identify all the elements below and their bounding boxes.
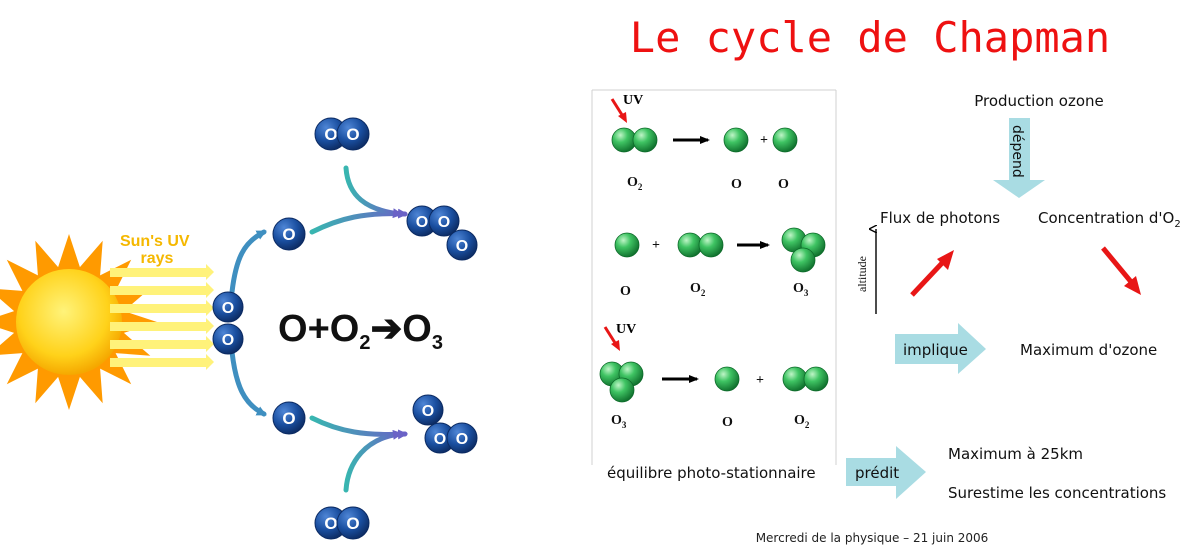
green-sphere-icon xyxy=(714,366,740,392)
plus-sign-1: + xyxy=(760,133,768,148)
oxygen-atom-label: O xyxy=(422,403,434,420)
oxygen-atom-label: O xyxy=(346,125,359,144)
label-o2-r1: O2 xyxy=(627,175,643,192)
reaction-molecules xyxy=(599,127,829,403)
reaction-panel xyxy=(591,89,837,465)
green-sphere-icon xyxy=(611,127,637,153)
footer-text: Mercredi de la physique – 21 juin 2006 xyxy=(756,531,989,545)
uv-label-2: UV xyxy=(616,322,636,337)
oxygen-atom-label: O xyxy=(324,514,337,533)
oxygen-atom-icon: O xyxy=(212,323,244,355)
oxygen-atom-icon: O xyxy=(336,117,370,151)
oxygen-atom-icon: O xyxy=(336,506,370,540)
green-sphere-icon xyxy=(614,232,640,258)
oxygen-atom-icon: O xyxy=(212,291,244,323)
oxygen-atom-icon: O xyxy=(446,422,478,454)
oxygen-atom-label: O xyxy=(434,431,446,448)
oxygen-atom-label: O xyxy=(456,431,468,448)
implique-arrow xyxy=(895,323,986,374)
depend-label: dépend xyxy=(1009,125,1025,178)
oxygen-atom-label: O xyxy=(282,409,295,428)
equilibre-label: équilibre photo-stationnaire xyxy=(607,464,816,482)
oxygen-atom-icon: O xyxy=(446,229,478,261)
ozone-equation: O+O2➔O3 xyxy=(278,308,443,354)
oxygen-atom-label: O xyxy=(222,332,234,349)
reaction-black-arrows xyxy=(662,136,770,383)
green-sphere-icon xyxy=(772,127,798,153)
oxygen-atom-label: O xyxy=(456,238,468,255)
green-sphere-icon xyxy=(790,247,816,273)
uv-beams xyxy=(110,264,214,370)
uv-label-1: UV xyxy=(623,93,643,108)
concentration-o2: Concentration d'O2 xyxy=(1038,209,1181,230)
oxygen-atom-label: O xyxy=(438,214,450,231)
maximum-ozone: Maximum d'ozone xyxy=(1020,341,1157,359)
green-sphere-icon xyxy=(782,366,808,392)
uv-arrow-icon xyxy=(603,98,627,351)
maximum-25km: Maximum à 25km xyxy=(948,445,1083,463)
label-o-r2: O xyxy=(620,284,631,299)
oxygen-atom-icon: O xyxy=(272,217,306,251)
green-sphere-icon xyxy=(677,232,703,258)
green-sphere-icon xyxy=(803,366,829,392)
oxygen-atom-icon: O xyxy=(412,394,444,426)
oxygen-atom-icon: O xyxy=(428,205,460,237)
flux-photons: Flux de photons xyxy=(880,209,1000,227)
green-sphere-icon xyxy=(723,127,749,153)
label-o2-r2: O2 xyxy=(690,281,706,298)
green-sphere-icon xyxy=(698,232,724,258)
page-title: Le cycle de Chapman xyxy=(630,13,1110,62)
implique-label: implique xyxy=(903,341,968,359)
label-o3-r2: O3 xyxy=(793,281,809,298)
oxygen-atom-icon: O xyxy=(406,205,438,237)
green-sphere-icon xyxy=(609,377,635,403)
sun-uv-label: Sun's UV rays xyxy=(120,233,194,267)
reaction-arrows xyxy=(229,165,408,493)
label-o3-r3: O3 xyxy=(611,413,627,430)
oxygen-atom-label: O xyxy=(222,300,234,317)
oxygen-atom-label: O xyxy=(416,214,428,231)
plus-sign-2: + xyxy=(652,238,660,253)
oxygen-atom-label: O xyxy=(346,514,359,533)
red-arrow-down-icon xyxy=(1101,246,1141,295)
altitude-label: altitude xyxy=(855,256,869,292)
oxygen-atom-icon: O xyxy=(272,401,306,435)
predit-label: prédit xyxy=(855,464,899,482)
production-ozone: Production ozone xyxy=(974,92,1104,110)
label-o-r1a: O xyxy=(731,177,742,192)
label-o-r1b: O xyxy=(778,177,789,192)
label-o2-r3: O2 xyxy=(794,413,810,430)
label-o-r3: O xyxy=(722,415,733,430)
oxygen-atom-label: O xyxy=(282,225,295,244)
predit-arrow xyxy=(846,446,926,499)
oxygen-atom-label: O xyxy=(324,125,337,144)
plus-sign-3: + xyxy=(756,373,764,388)
red-arrow-up-icon xyxy=(910,250,954,297)
surestime-label: Surestime les concentrations xyxy=(948,484,1166,502)
green-sphere-icon xyxy=(632,127,658,153)
depend-arrow xyxy=(993,118,1045,198)
